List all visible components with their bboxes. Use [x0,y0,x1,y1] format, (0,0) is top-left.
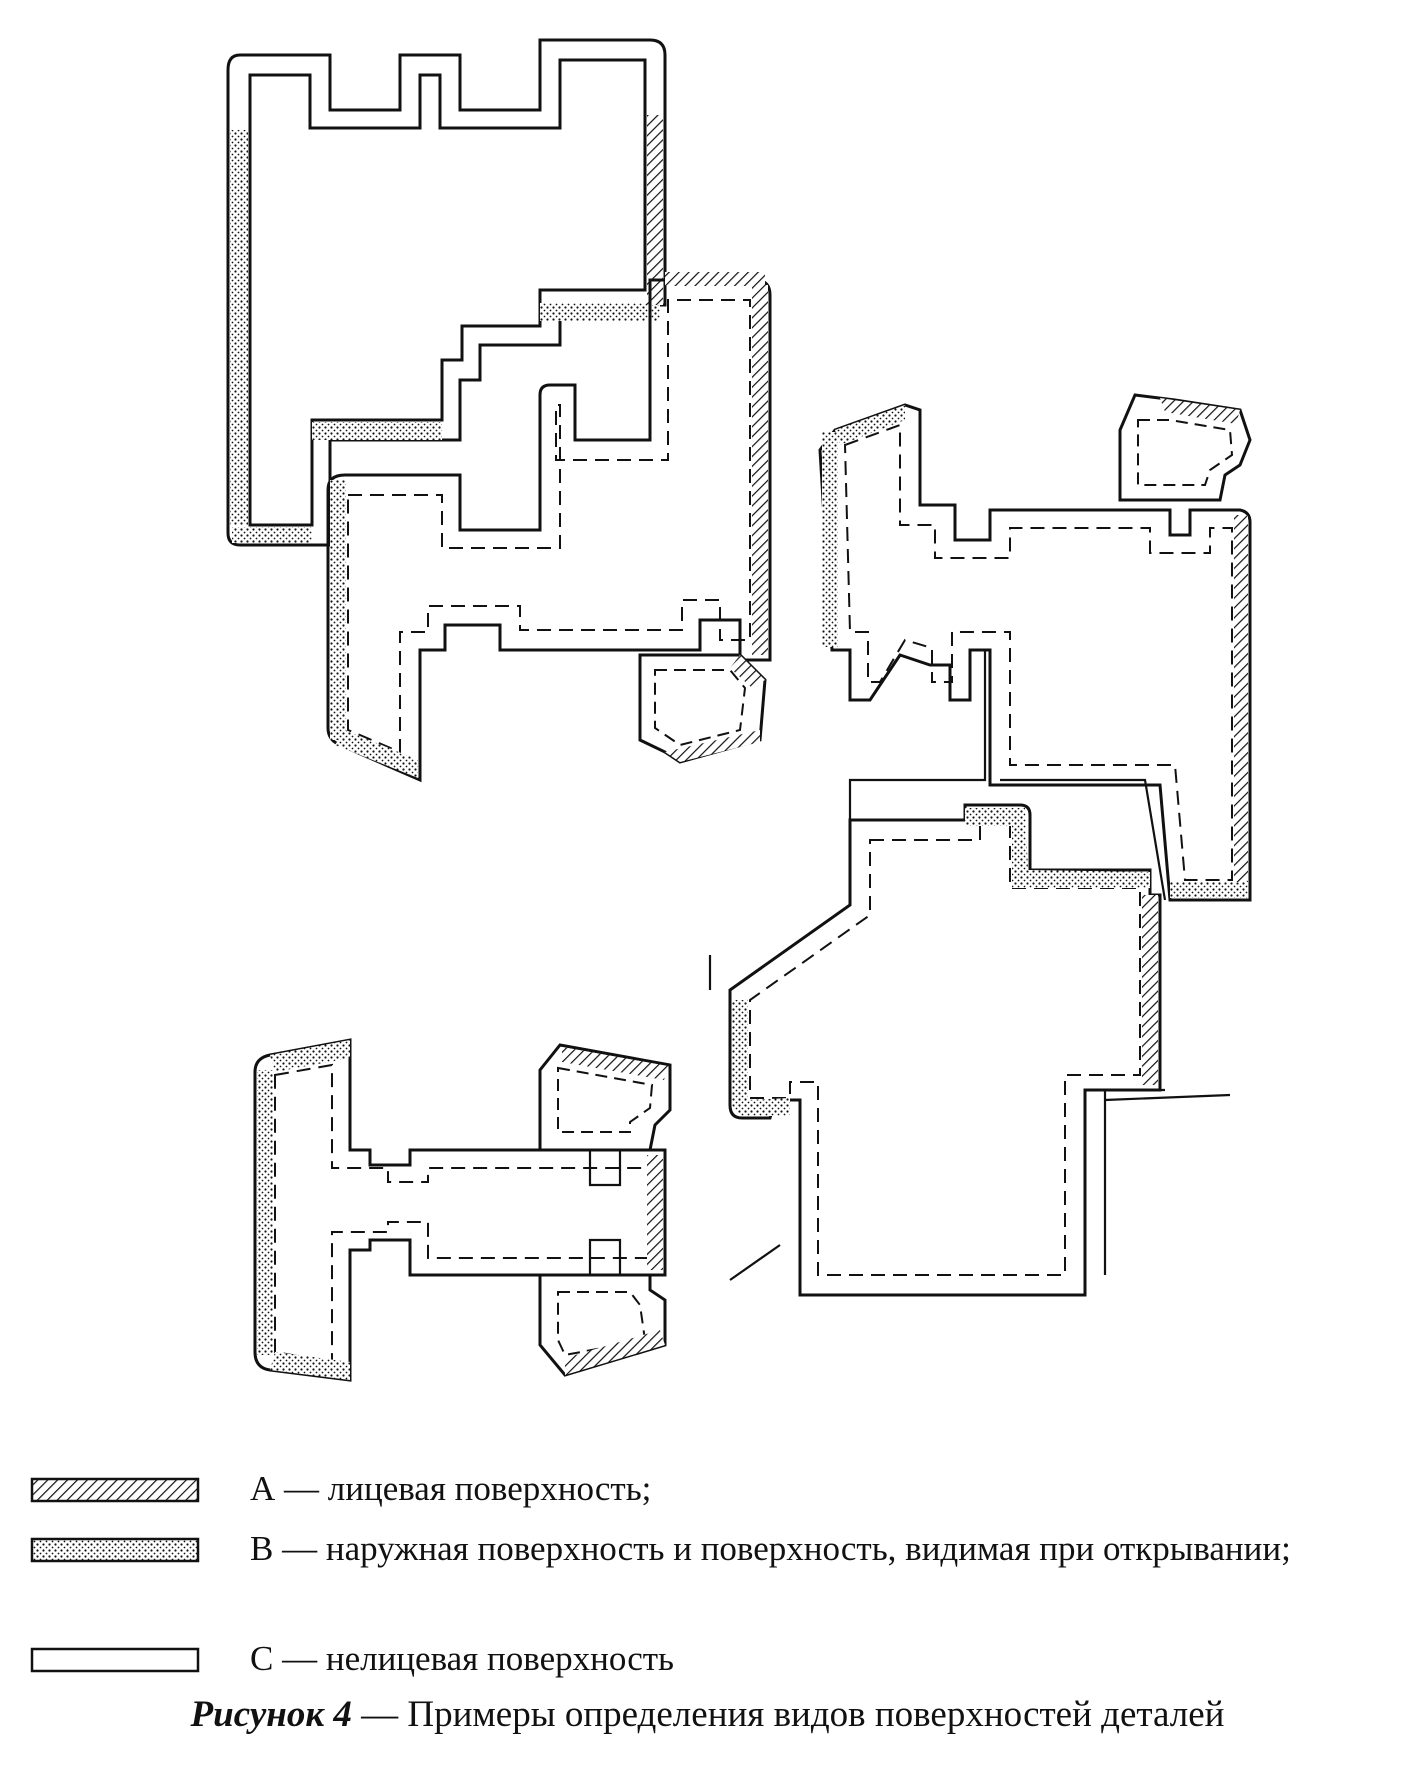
assembly-right [708,393,1252,1297]
profile-right-upper-frame [818,403,1252,902]
legend-item-b: В — наружная поверхность и поверхность, … [30,1525,1390,1635]
legend-item-a: А — лицевая поверхность; [30,1465,1390,1525]
hatch-swatch-icon [30,1477,200,1503]
profile-bottom-left-sash [253,1038,667,1382]
profile-lower-left-sash [326,278,772,783]
legend: А — лицевая поверхность; В — наружная по… [30,1465,1390,1695]
profile-right-lower-sash [728,803,1162,1297]
dots-swatch-icon [30,1537,200,1563]
profile-upper-left-frame [226,38,667,547]
profile-bottom-left-bottom-bracket [538,1273,667,1377]
assembly-top-left [226,38,772,783]
legend-text-a: А — лицевая поверхность; [250,1469,652,1508]
figure-caption-text: — Примеры определения видов поверхностей… [351,1694,1225,1735]
profile-right-top-bracket [1118,393,1252,502]
figure-caption-label: Рисунок 4 [190,1694,352,1735]
legend-text-b: В — наружная поверхность и поверхность, … [250,1529,1291,1568]
legend-text-c: С — нелицевая поверхность [250,1639,674,1678]
legend-item-c: С — нелицевая поверхность [30,1635,1390,1695]
plain-swatch-icon [30,1647,200,1673]
figure-caption: Рисунок 4 — Примеры определения видов по… [0,1690,1415,1740]
profile-bottom-left-top-bracket [538,1043,672,1152]
assembly-bottom-left [253,1038,672,1382]
surface-examples-drawing [226,38,1252,1382]
